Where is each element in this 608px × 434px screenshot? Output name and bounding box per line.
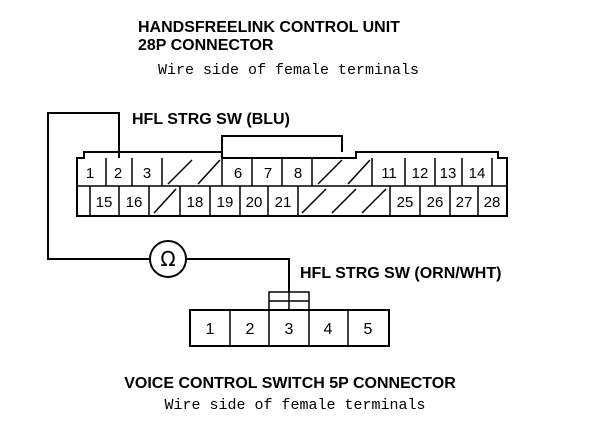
pin-28-label: 28 [484,194,501,211]
pin-27-label: 27 [456,194,473,211]
pin-14-label: 14 [469,165,486,182]
pin-1-label: 1 [86,165,94,182]
5p-pin-4-label: 4 [324,321,333,338]
bottom-connector-pins: 1 2 3 4 5 [206,321,373,338]
wire-label-bottom: HFL STRG SW (ORN/WHT) [300,265,501,282]
pin-21-label: 21 [275,194,292,211]
pin-12-label: 12 [412,165,429,182]
test-lead-wire [47,112,290,292]
5p-pin-3-label: 3 [285,321,294,338]
pin-20-label: 20 [246,194,263,211]
pin-11-label: 11 [381,165,397,182]
top-connector-row1-pins: 1 2 3 6 7 8 11 12 13 14 [86,165,486,182]
pin-6-label: 6 [234,165,242,182]
top-connector-title-line1: HANDSFREELINK CONTROL UNIT [138,19,400,36]
ohmmeter-icon: Ω [149,240,187,278]
pin-26-label: 26 [427,194,444,211]
5p-pin-1-label: 1 [206,321,215,338]
pin-16-label: 16 [126,194,143,211]
5p-pin-5-label: 5 [364,321,373,338]
bottom-connector-title: VOICE CONTROL SWITCH 5P CONNECTOR [124,375,456,392]
ohm-symbol: Ω [160,247,175,271]
bottom-connector-subtitle: Wire side of female terminals [164,397,425,414]
top-connector-subtitle: Wire side of female terminals [158,62,419,79]
pin-2-label: 2 [114,165,122,182]
pin-18-label: 18 [187,194,204,211]
top-connector-row2-pins: 15 16 18 19 20 21 25 26 27 28 [96,194,501,211]
top-connector-title-line2: 28P CONNECTOR [138,37,274,54]
bottom-connector-body [189,291,390,347]
pin-7-label: 7 [264,165,272,182]
wire-label-top: HFL STRG SW (BLU) [132,111,290,128]
top-connector-body [76,135,508,217]
pin-15-label: 15 [96,194,113,211]
pin-3-label: 3 [143,165,151,182]
pin-25-label: 25 [397,194,414,211]
5p-pin-2-label: 2 [246,321,255,338]
pin-19-label: 19 [217,194,234,211]
pin-13-label: 13 [440,165,457,182]
pin-8-label: 8 [294,165,302,182]
